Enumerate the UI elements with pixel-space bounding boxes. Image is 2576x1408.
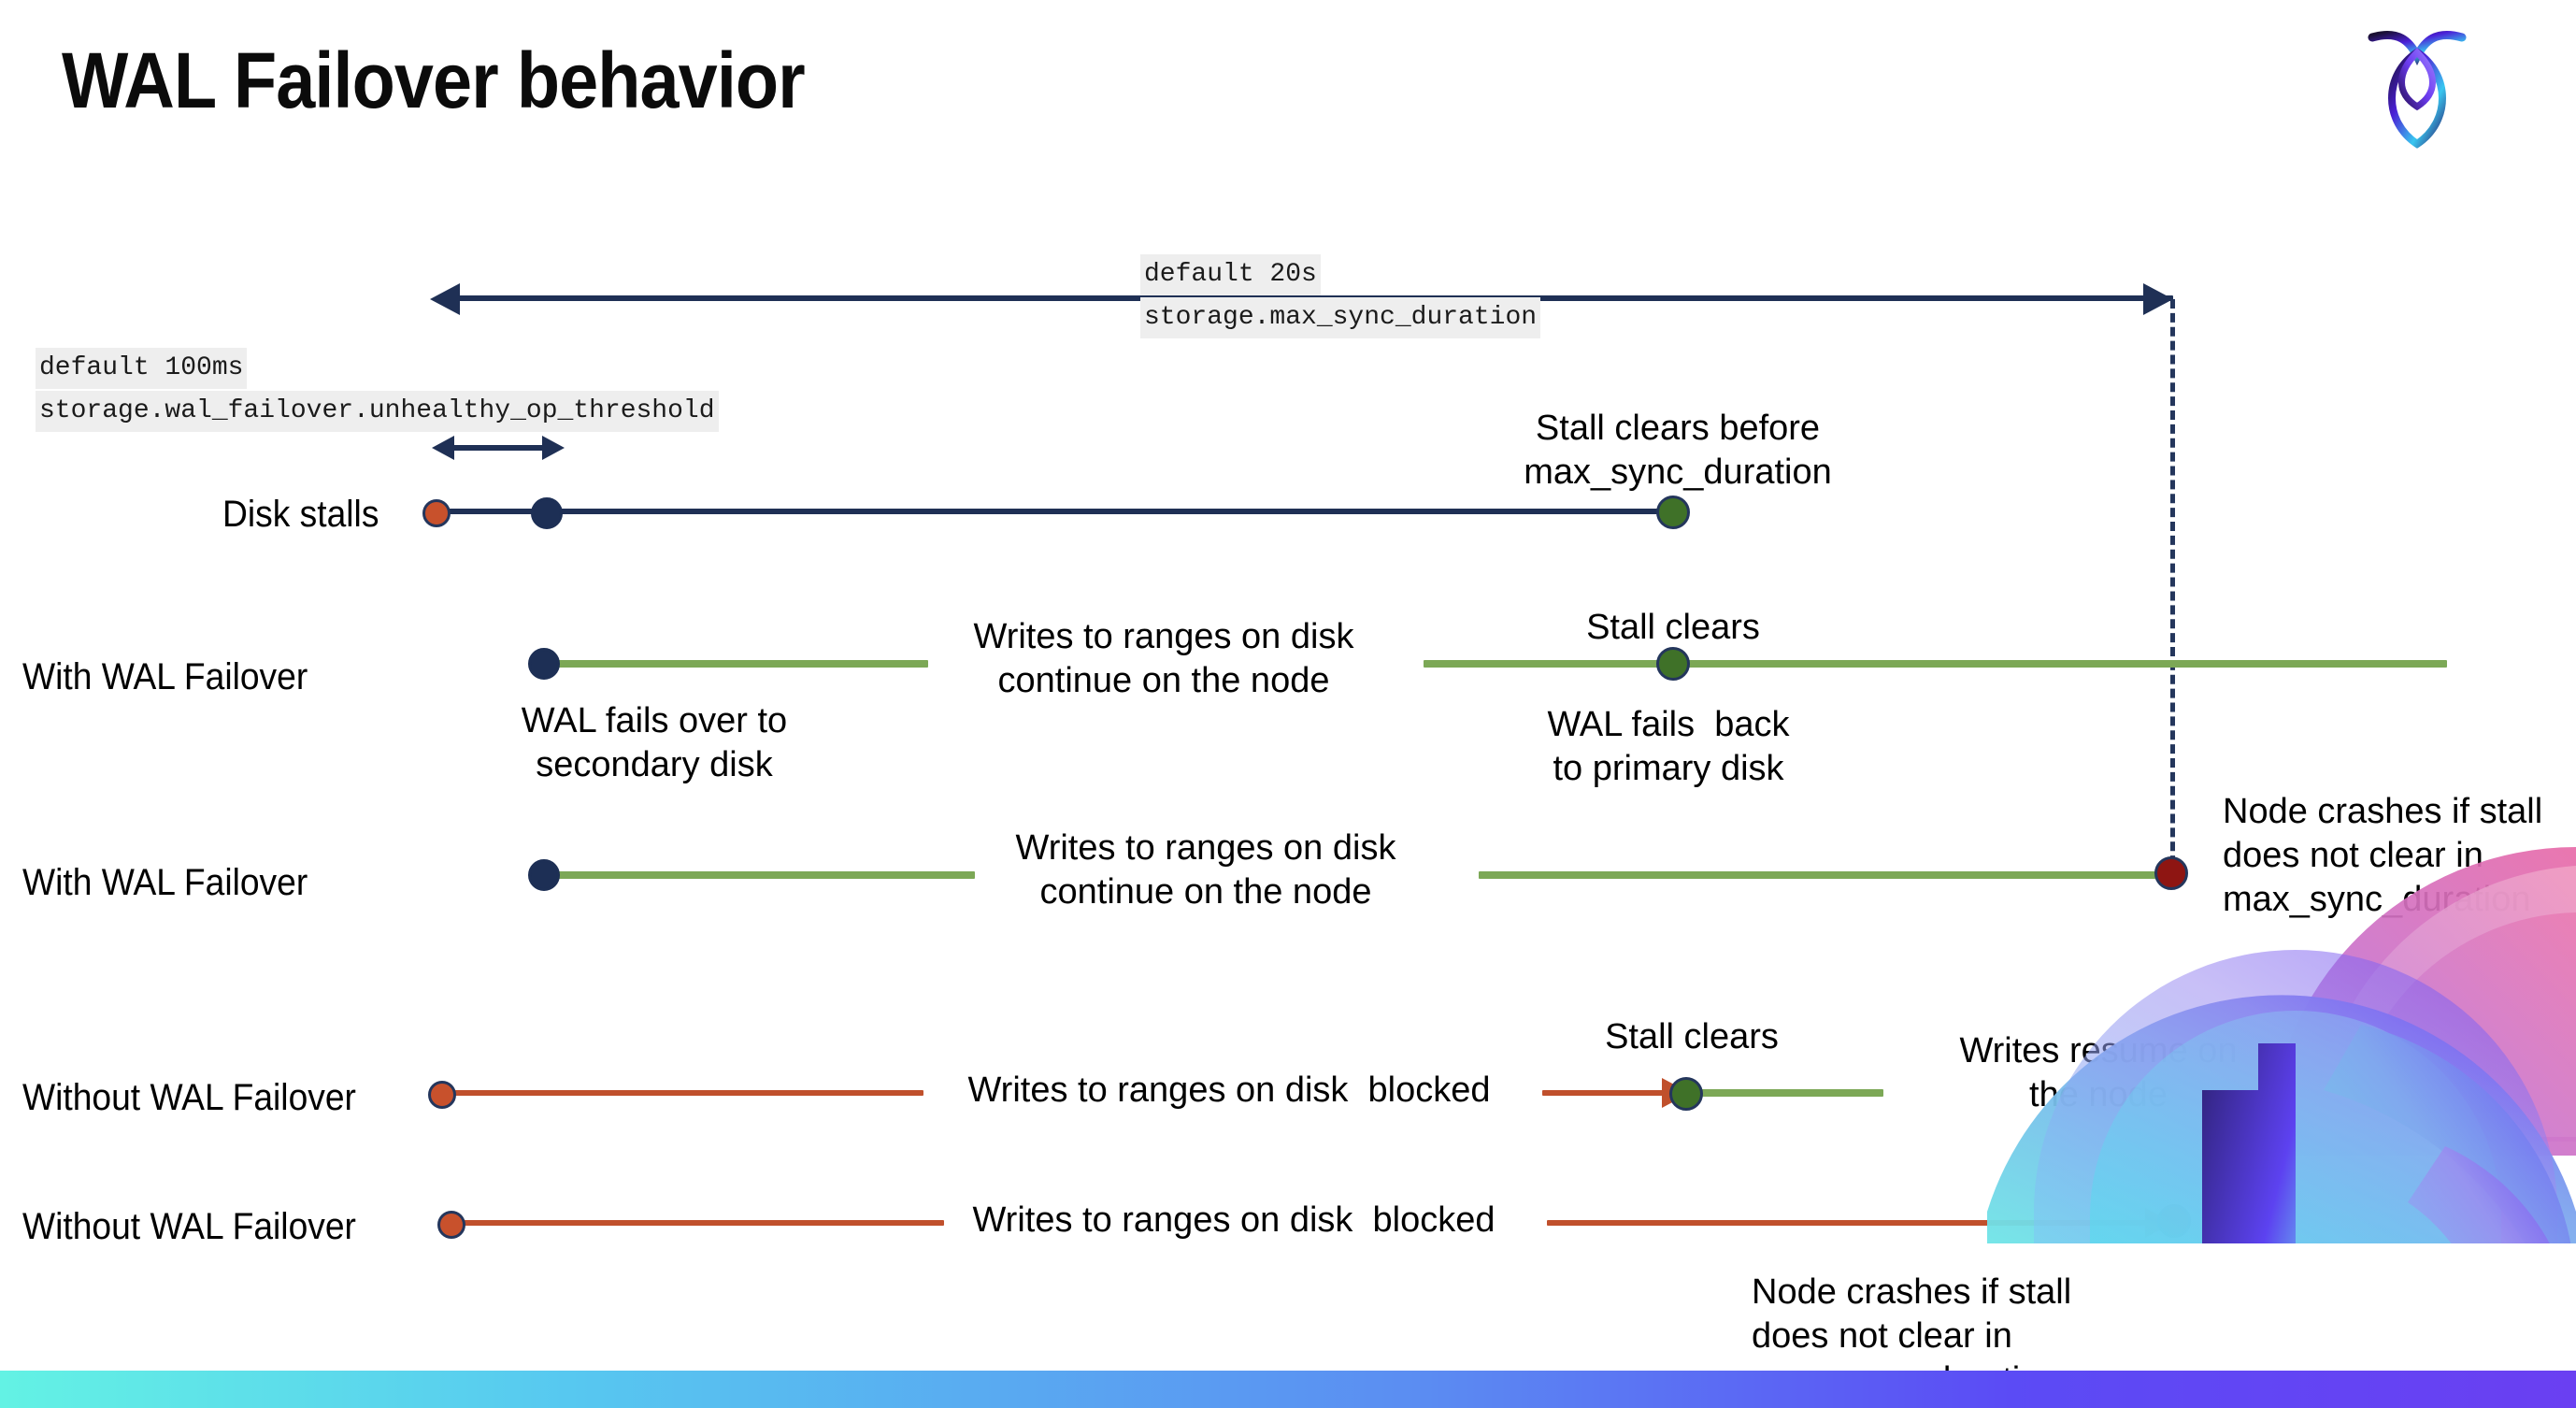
- unhealthy-op-arrow-line: [452, 445, 546, 451]
- with-failover-1-seg-left: [540, 660, 928, 668]
- without-failover-2-seg-blocked-a: [458, 1220, 944, 1226]
- note-writes-resume: Writes resume on the node: [1959, 1031, 2238, 1114]
- without-failover-1-seg-blocked-a: [447, 1090, 923, 1096]
- with-failover-1-clear-dot[interactable]: [1656, 647, 1690, 681]
- unhealthy-op-default-label: default 100ms: [36, 348, 248, 389]
- without-failover-1-start-dot[interactable]: [428, 1081, 456, 1109]
- with-failover-2-failover-dot[interactable]: [528, 859, 560, 891]
- note-writes-continue-2: Writes to ranges on disk continue on the…: [1015, 828, 1396, 912]
- max-sync-duration-chip: default 20s storage.max_sync_duration: [1140, 254, 1541, 338]
- disk-stalls-clear-dot[interactable]: [1656, 496, 1690, 529]
- unhealthy-op-threshold-chip: default 100ms storage.wal_failover.unhea…: [36, 348, 719, 432]
- max-sync-arrow-right-head: [2143, 283, 2173, 315]
- max-sync-deadline-dropline: [2170, 299, 2175, 879]
- unhealthy-op-arrow-left-head: [432, 436, 454, 460]
- unhealthy-op-arrow-right-head: [542, 436, 565, 460]
- with-failover-2-seg-left: [540, 871, 975, 879]
- without-failover-1-seg-resume-a: [1692, 1089, 1883, 1097]
- note-writes-blocked-2: Writes to ranges on disk blocked: [972, 1200, 1496, 1240]
- with-failover-2-crash-dot[interactable]: [2154, 856, 2188, 890]
- max-sync-setting-label: storage.max_sync_duration: [1140, 297, 1541, 338]
- without-failover-2-seg-blocked-b: [1547, 1220, 2159, 1226]
- without-failover-1-seg-blocked-b: [1542, 1090, 1678, 1096]
- page-title: WAL Failover behavior: [62, 36, 806, 124]
- disk-stalls-timeline: [439, 509, 1673, 514]
- note-stall-clears-before-max-sync: Stall clears before max_sync_duration: [1524, 409, 1832, 492]
- note-stall-clears-2: Stall clears: [1605, 1017, 1779, 1056]
- disk-stalls-failover-dot[interactable]: [531, 497, 563, 529]
- without-failover-2-start-dot[interactable]: [437, 1211, 465, 1239]
- bottom-gradient-bar: [0, 1371, 2576, 1408]
- note-wal-fails-back: WAL fails back to primary disk: [1547, 705, 1790, 788]
- without-failover-1-clear-dot[interactable]: [1669, 1077, 1703, 1111]
- with-failover-2-seg-right: [1479, 871, 2175, 879]
- note-writes-blocked-1: Writes to ranges on disk blocked: [967, 1070, 1491, 1110]
- note-wal-fails-over: WAL fails over to secondary disk: [521, 701, 788, 784]
- note-writes-continue-1: Writes to ranges on disk continue on the…: [973, 617, 1354, 700]
- row-label-disk-stalls: Disk stalls: [222, 494, 379, 535]
- row-label-without-wal-failover-1: Without WAL Failover: [22, 1077, 356, 1118]
- unhealthy-op-setting-label: storage.wal_failover.unhealthy_op_thresh…: [36, 391, 719, 432]
- without-failover-1-seg-resume-b: [2285, 1089, 2449, 1097]
- row-label-with-wal-failover-2: With WAL Failover: [22, 862, 308, 903]
- max-sync-arrow-left-head: [430, 283, 460, 315]
- note-stall-clears-1: Stall clears: [1586, 608, 1760, 647]
- row-label-with-wal-failover-1: With WAL Failover: [22, 656, 308, 697]
- row-label-without-wal-failover-2: Without WAL Failover: [22, 1206, 356, 1247]
- with-failover-1-seg-right: [1424, 660, 2447, 668]
- with-failover-1-failover-dot[interactable]: [528, 648, 560, 680]
- max-sync-default-label: default 20s: [1140, 254, 1321, 295]
- cockroachdb-logo-icon: [2361, 21, 2473, 151]
- without-failover-2-crash-dot[interactable]: [2157, 1204, 2191, 1238]
- note-node-crashes-1: Node crashes if stall does not clear in …: [2223, 792, 2543, 919]
- disk-stalls-start-dot[interactable]: [422, 499, 451, 527]
